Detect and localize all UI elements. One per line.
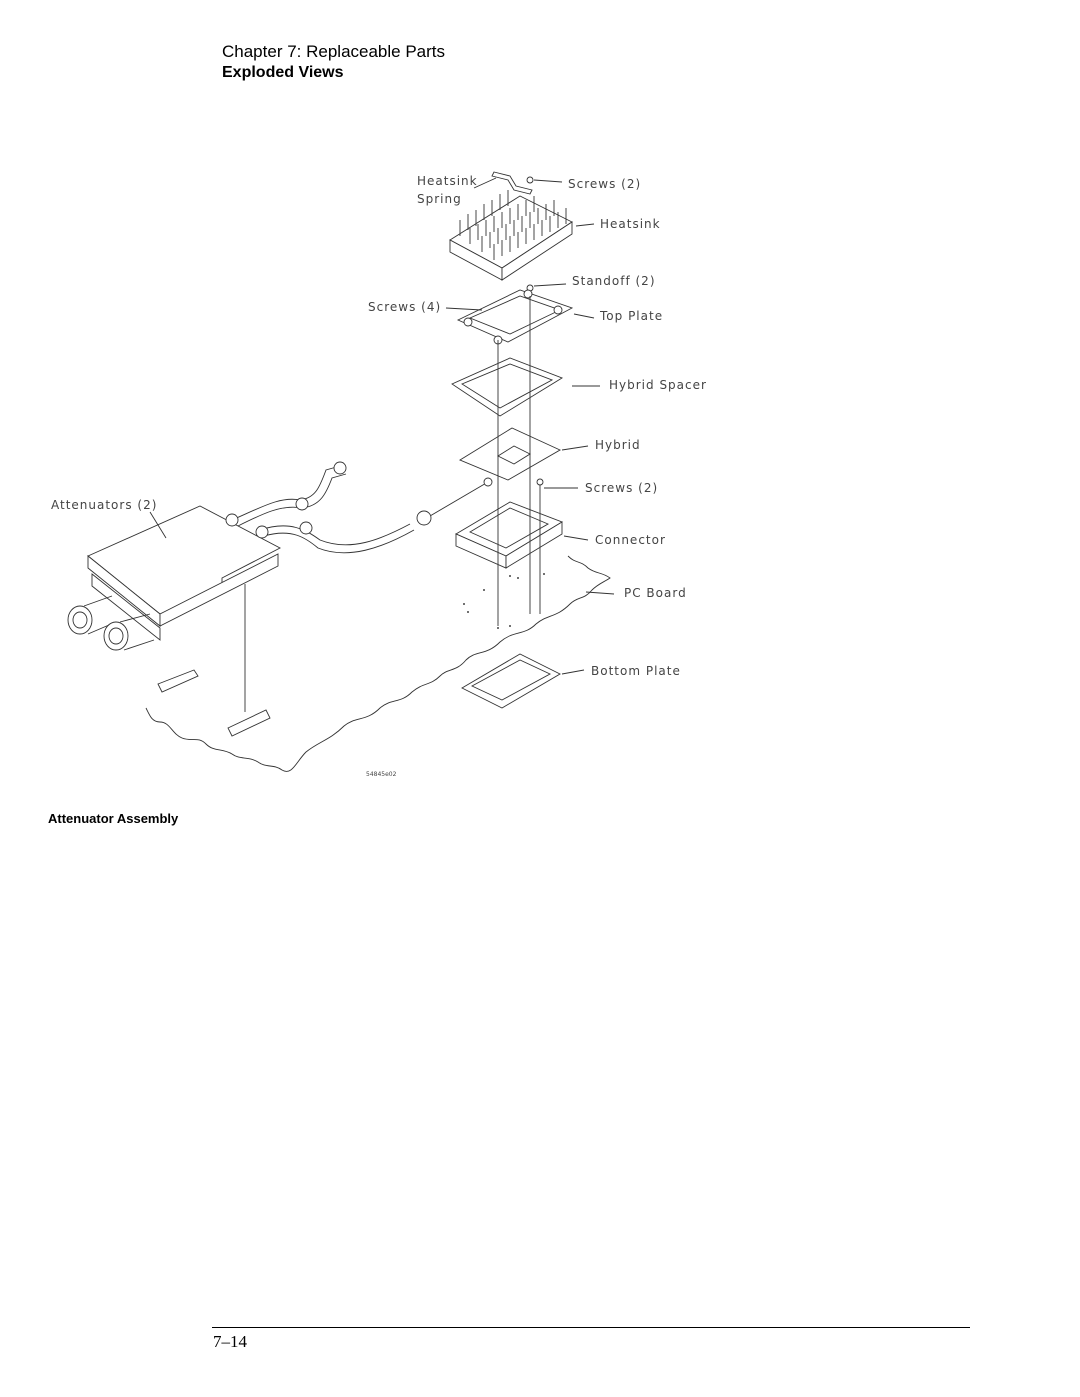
label-top-plate: Top Plate: [599, 309, 663, 323]
board-block-1: [157, 669, 199, 693]
section-heading: Exploded Views: [222, 64, 344, 81]
label-screws-4: Screws (4): [368, 300, 441, 314]
label-screws-mid: Screws (2): [585, 481, 658, 495]
cables: [231, 465, 489, 554]
top-plate: [456, 289, 574, 345]
bnc-connectors: [67, 595, 155, 651]
chapter-heading: Chapter 7: Replaceable Parts: [222, 42, 446, 61]
connector: [455, 501, 564, 569]
exploded-view-diagram: Heatsink Spring Screws (2) Heatsink Stan…: [51, 171, 707, 778]
screw-top: [526, 176, 534, 184]
label-screws-top: Screws (2): [568, 177, 641, 191]
page-number: 7–14: [213, 1332, 247, 1351]
heatsink: [449, 190, 573, 281]
label-hybrid-spacer: Hybrid Spacer: [609, 378, 707, 392]
label-hybrid: Hybrid: [595, 438, 641, 452]
hybrid: [459, 427, 561, 481]
label-standoff: Standoff (2): [572, 274, 656, 288]
label-heatsink: Heatsink: [600, 217, 661, 231]
label-heatsink-spring-1: Heatsink: [417, 174, 478, 188]
figure-caption: Attenuator Assembly: [48, 811, 179, 826]
label-connector: Connector: [595, 533, 666, 547]
bottom-plate: [461, 653, 561, 709]
label-bottom-plate: Bottom Plate: [591, 664, 681, 678]
label-attenuators: Attenuators (2): [51, 498, 157, 512]
board-block-2: [227, 709, 271, 737]
label-pc-board: PC Board: [624, 586, 687, 600]
label-heatsink-spring-2: Spring: [417, 192, 462, 206]
hybrid-spacer: [451, 357, 564, 417]
figure-id: 54845e02: [366, 771, 397, 778]
attenuator-block: [87, 505, 281, 641]
footer-rule: [212, 1327, 970, 1328]
heatsink-spring: [491, 171, 533, 195]
